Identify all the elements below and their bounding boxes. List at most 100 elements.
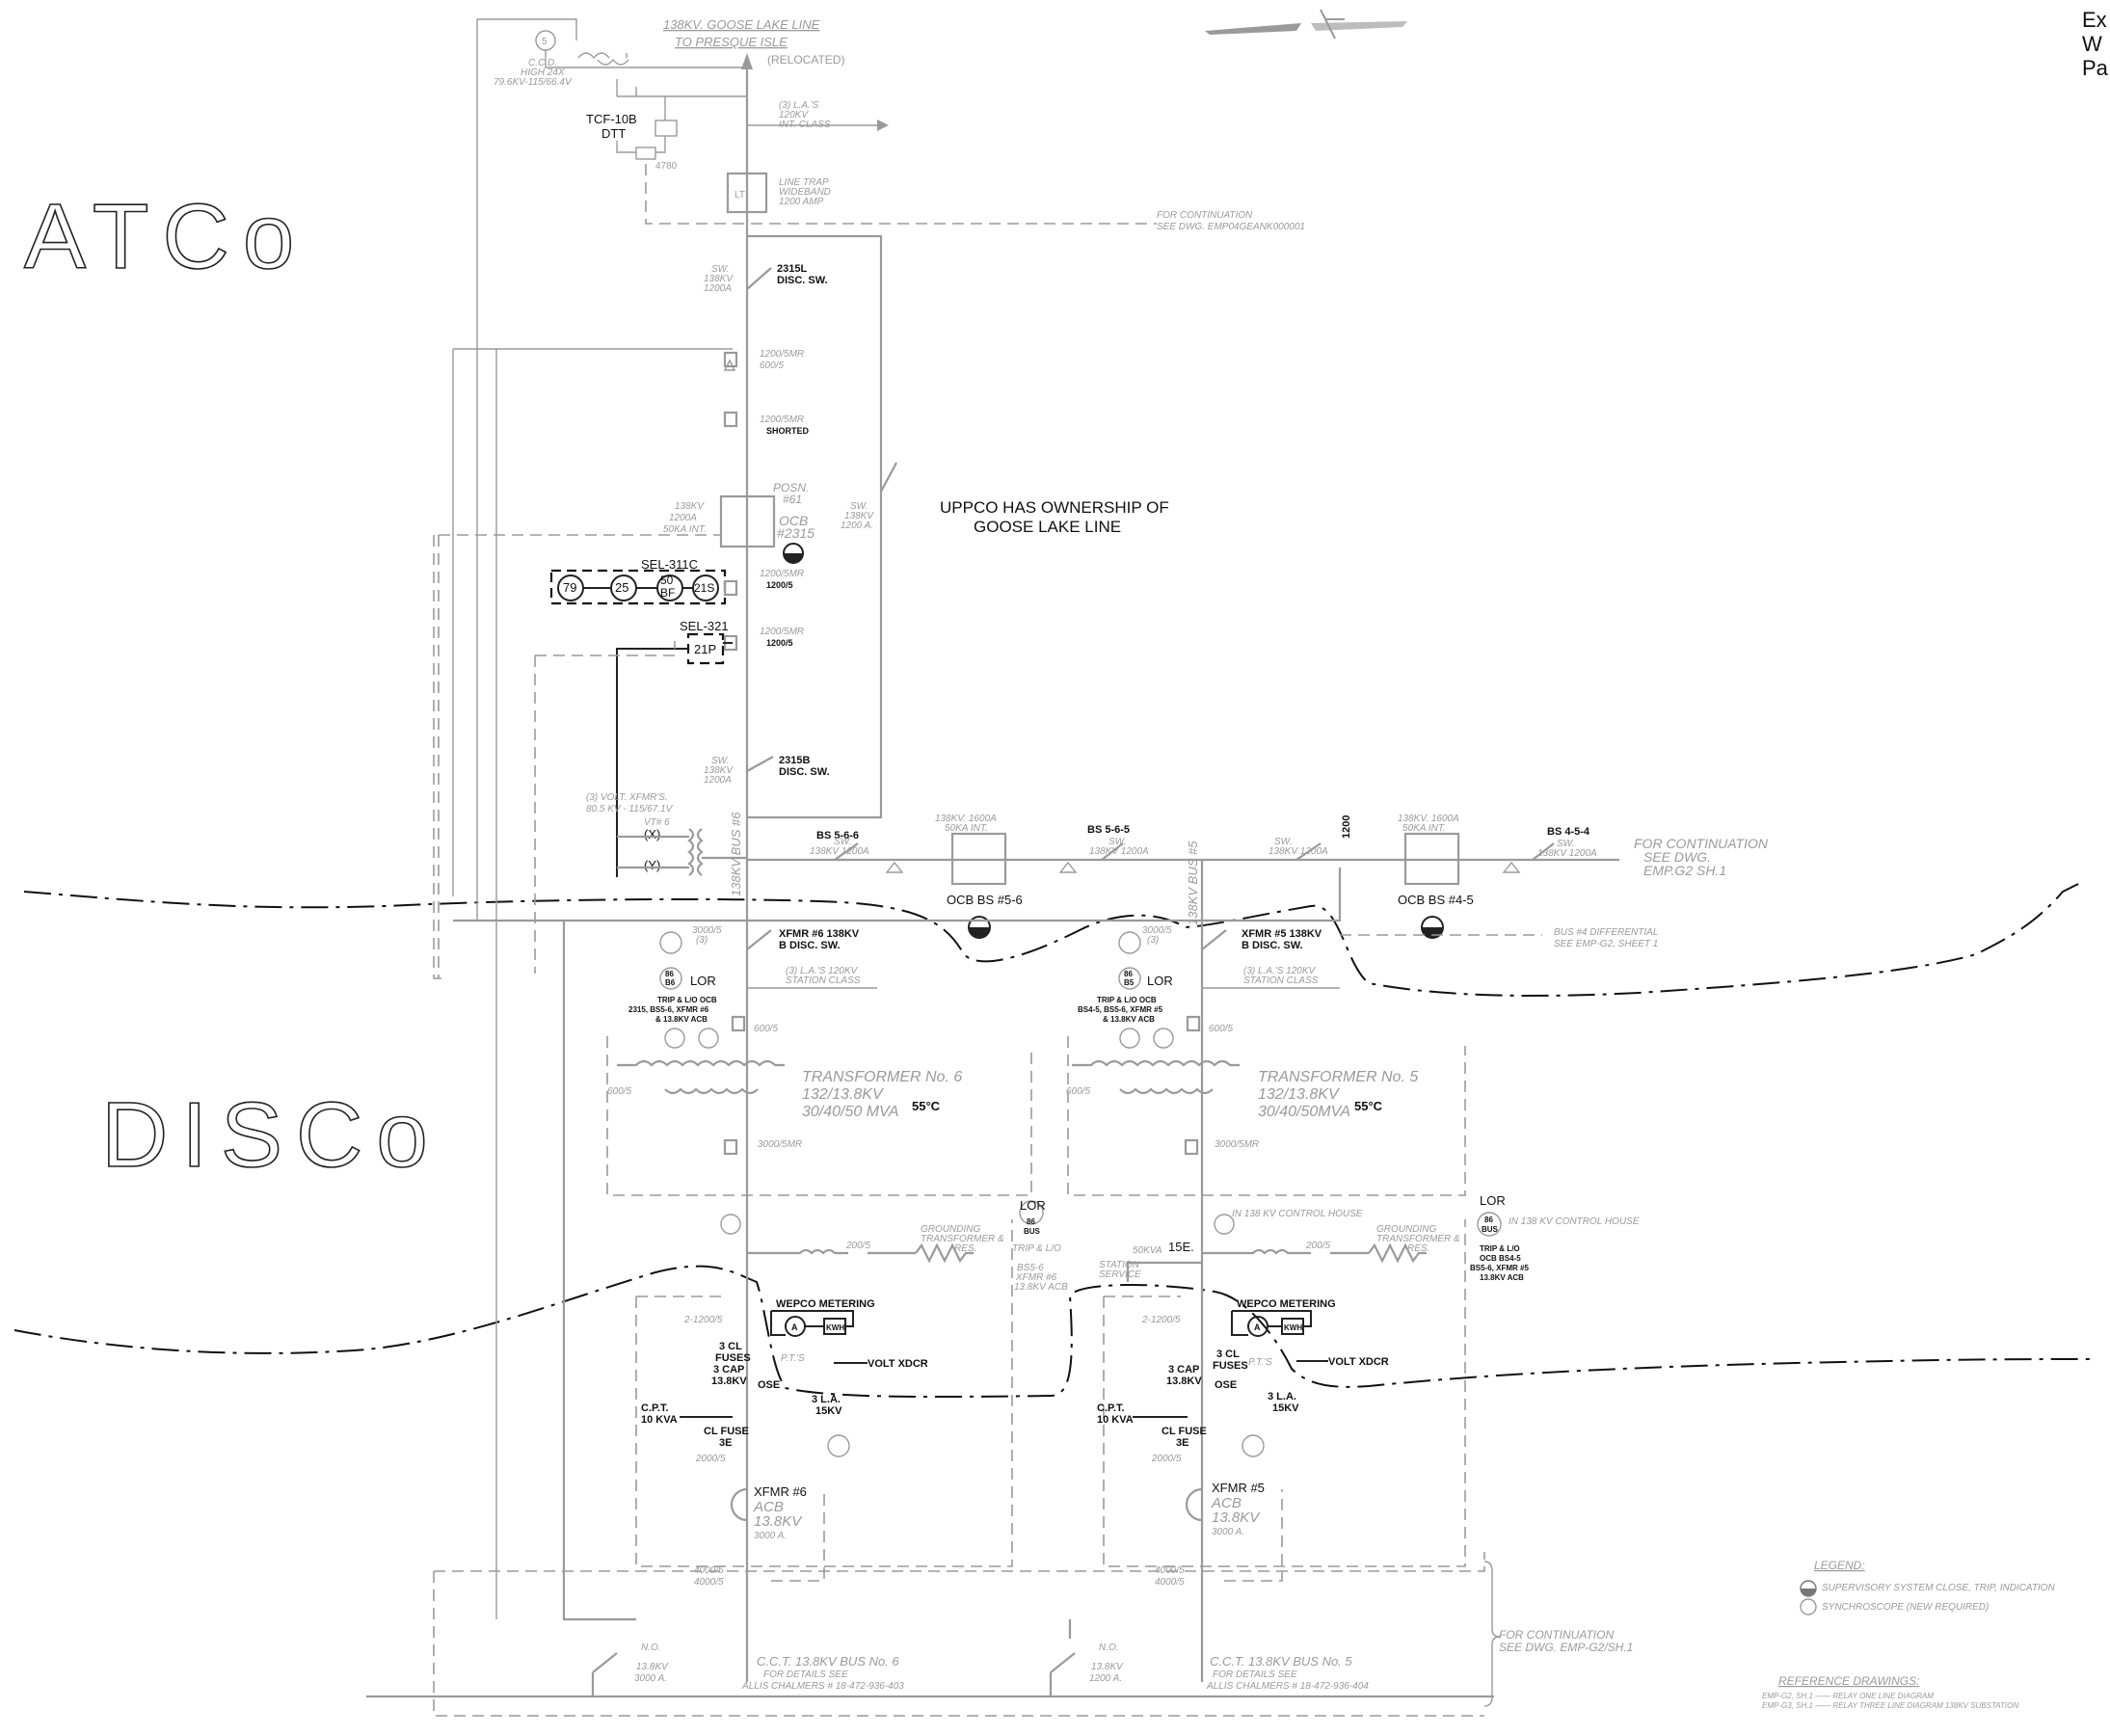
- xfmr6-no-rating-2: 3000 A.: [634, 1673, 667, 1684]
- bus6-detail-2: ALLIS CHALMERS # 18-472-936-403: [741, 1681, 904, 1692]
- ocb-rating-2: 1200A: [669, 513, 697, 523]
- xfmr5-ammeter-a: A: [1254, 1322, 1261, 1332]
- delta-icon: [723, 359, 736, 371]
- xfmr6-gnd-2: TRANSFORMER &: [921, 1234, 1004, 1244]
- bs566-switch-icon: [834, 842, 859, 861]
- relay-21p: 21P: [694, 642, 716, 656]
- reference-item-2: EMP-G3, SH.1 —— RELAY THREE LINE DIAGRAM…: [1762, 1701, 2018, 1710]
- xfmr5-ct-1: 3000/5: [1142, 925, 1172, 936]
- xfmr6-gnd-3: RES.: [954, 1243, 976, 1254]
- supervisory-icon-fill: [784, 553, 803, 563]
- xfmr5-trip-bus-4: 13.8KV ACB: [1480, 1273, 1524, 1282]
- xfmr5-ct-2: (3): [1147, 935, 1159, 946]
- tcf-label: TCF-10B: [586, 112, 637, 126]
- bs454-left-rating-2: 138KV 1200A: [1269, 846, 1328, 857]
- relay-50-51-icon: [1242, 1434, 1265, 1457]
- xfmr5-gnd-1: GROUNDING: [1376, 1224, 1436, 1235]
- xfmr6-la-1: (3) L.A.'S 120KV: [786, 966, 859, 976]
- xfmr5-service-2: SERVICE: [1099, 1269, 1141, 1280]
- relay-26-icon: [1153, 1028, 1174, 1049]
- transformer-6-icon: [617, 1059, 785, 1095]
- xfmr6-pt: P.T.'S: [781, 1353, 805, 1364]
- no-switch-icon: [592, 1652, 1076, 1673]
- left-aux-wire: [562, 921, 636, 1621]
- xfmr6-wepco: WEPCO METERING: [776, 1298, 875, 1310]
- xfmr6-ammeter-a: A: [791, 1322, 798, 1332]
- xfmr5-ct600-b: 600/5: [1066, 1086, 1090, 1097]
- bus6-label: 138KV BUS #6: [729, 812, 743, 896]
- reference-title: REFERENCE DRAWINGS:: [1778, 1674, 1919, 1688]
- xfmr5-ct3000-box: [1184, 1138, 1199, 1156]
- ccvt-label-2: HIGH 24X: [521, 67, 565, 78]
- relay-26-icon: [720, 1214, 741, 1235]
- sw-rating-2: 138KV: [704, 274, 734, 284]
- xfmr6-no-rating-1: 13.8KV: [636, 1662, 669, 1672]
- xfmr6-clfuse-1: CL FUSE: [704, 1426, 749, 1437]
- xfmr5-dashed-box: [1067, 1036, 1466, 1196]
- xfmr5-pt: P.T.'S: [1248, 1357, 1272, 1368]
- xfmr5-kwh: KWH: [1284, 1323, 1302, 1332]
- brace-icon: [1483, 1561, 1501, 1707]
- xfmr6-title-3: 30/40/50 MVA: [802, 1104, 899, 1120]
- xfmr5-lor-bus-lbl: LOR: [1480, 1193, 1506, 1208]
- xfmr5-gnd-3: RES.: [1407, 1243, 1429, 1254]
- xfmr6-title-2: 132/13.8KV: [802, 1086, 884, 1103]
- posn-label: POSN.: [773, 481, 809, 494]
- wepco-wire-5: [1231, 1310, 1312, 1336]
- relay-icon: [659, 931, 682, 954]
- relay-50: 50: [660, 574, 674, 587]
- uppco-note-1: UPPCO HAS OWNERSHIP OF: [940, 498, 1169, 517]
- ocb56-rating-2: 50KA INT.: [945, 823, 988, 834]
- bus-cont-3: EMP.G2 SH.1: [1643, 863, 1726, 878]
- xfmr5-control-2: IN 138 KV CONTROL HOUSE: [1232, 1209, 1363, 1219]
- xfmr6-gnd-1: GROUNDING: [921, 1224, 980, 1235]
- relay-26-icon: [698, 1028, 719, 1049]
- ct3-box: [723, 579, 738, 597]
- north-arrow-icon: [1205, 9, 1407, 40]
- continuation-2: SEE DWG. EMP04GEANK000001: [1157, 222, 1305, 232]
- lower-boundary-line: [13, 1265, 2097, 1399]
- relay-26-icon: [1214, 1214, 1235, 1235]
- vt-note-1: (3) VOLT. XFMR'S.: [586, 792, 668, 803]
- service-wire: [1126, 1261, 1202, 1282]
- xfmr5-no-rating-1: 13.8KV: [1091, 1662, 1124, 1672]
- ctrl-dashed-left: [433, 535, 443, 979]
- sw-b-rating-1: SW.: [711, 756, 730, 766]
- xfmr6-disc-icon: [746, 929, 772, 950]
- ocb-bs56-box: [950, 832, 1007, 886]
- xfmr6-la15-1: 3 L.A.: [812, 1394, 841, 1405]
- bypass-wire: [747, 234, 883, 819]
- xfmr6-trip-bus-1: TRIP & L/O: [1012, 1243, 1061, 1254]
- legend-supervisory-icon-fill: [1801, 1589, 1816, 1596]
- posn-number: #61: [783, 493, 802, 506]
- xfmr6-volt: VOLT XDCR: [868, 1358, 928, 1370]
- vt-note-2: 80.5 KV - 115/67.1V: [586, 804, 674, 815]
- xfmr5-wepco: WEPCO METERING: [1237, 1298, 1336, 1310]
- xfmr6-ct-2: (3): [696, 935, 708, 946]
- supervisory-icon-fill: [969, 927, 990, 938]
- sw-b-rating-3: 1200A: [704, 775, 732, 786]
- sw-right-2: 138KV: [844, 511, 874, 521]
- bs454-rating-1: SW.: [1557, 839, 1575, 849]
- ccvt-tap: [616, 79, 747, 97]
- bs454-rating-2: 138KV 1200A: [1537, 848, 1597, 859]
- xfmr5-acb-2: 13.8KV: [1212, 1509, 1261, 1526]
- xfmr6-lor-bus-bus: BUS: [1024, 1227, 1041, 1236]
- xfmr5-lor-bus-86: 86: [1484, 1215, 1493, 1224]
- xfmr5-la-1: (3) L.A.'S 120KV: [1243, 966, 1317, 976]
- line-trap-label-2: WIDEBAND: [779, 187, 831, 198]
- xfmr6-no: N.O.: [641, 1643, 661, 1653]
- xfmr6-ct3000-box: [723, 1138, 738, 1156]
- xfmr5-service-1: STATION: [1099, 1260, 1140, 1270]
- vt-wire: [617, 835, 747, 869]
- xfmr5-disc-icon: [1201, 929, 1227, 950]
- ct1-label-2: 600/5: [760, 361, 784, 371]
- corner-note-line-3: Pa: [2082, 56, 2108, 80]
- xfmr5-la15-1: 3 L.A.: [1268, 1391, 1296, 1402]
- vt-x-label: (X): [644, 827, 660, 841]
- sw-2315b-label: 2315B: [779, 755, 810, 766]
- disco-zone-label: DISCo: [101, 1083, 441, 1187]
- sw-rating-3: 1200A: [704, 283, 732, 294]
- xfmr6-trip-bus-2: BS5-6: [1017, 1263, 1044, 1273]
- ocb-2315-box: [719, 494, 776, 548]
